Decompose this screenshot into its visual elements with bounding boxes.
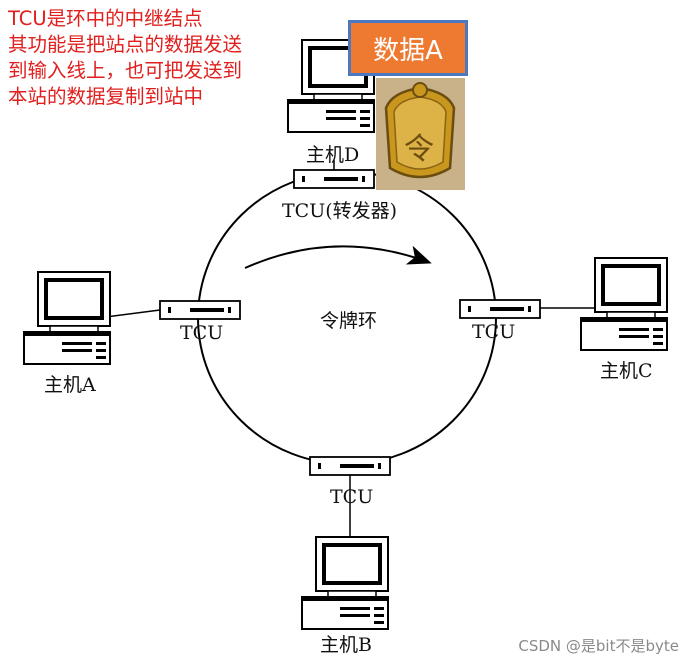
computer-b xyxy=(301,536,389,630)
tcu-left-label: TCU xyxy=(180,322,224,344)
note-line: 本站的数据复制到站中 xyxy=(8,85,204,108)
host-c-label: 主机C xyxy=(600,360,653,382)
host-a-label: 主机A xyxy=(44,374,96,396)
ring-label: 令牌环 xyxy=(320,310,378,332)
note-line: TCU是环中的中继结点 xyxy=(8,7,203,30)
computer-c xyxy=(580,257,668,351)
tcu-left-box xyxy=(159,300,241,320)
note-line: 其功能是把站点的数据发送 xyxy=(8,33,243,56)
data-badge: 数据A xyxy=(348,20,468,76)
tcu-explanation-note: TCU是环中的中继结点 其功能是把站点的数据发送 到输入线上，也可把发送到 本站… xyxy=(8,6,308,110)
note-line: 到输入线上，也可把发送到 xyxy=(8,59,243,82)
tcu-right-box xyxy=(459,299,541,319)
tcu-bottom-label: TCU xyxy=(330,486,374,508)
tcu-bottom-box xyxy=(309,456,391,476)
computer-a xyxy=(23,271,111,365)
tcu-top-box xyxy=(293,169,375,189)
host-b-label: 主机B xyxy=(320,634,372,656)
host-d-label: 主机D xyxy=(306,144,360,166)
direction-arrow xyxy=(244,245,432,269)
watermark: CSDN @是bit不是byte xyxy=(518,637,679,655)
medal-glyph: 令 xyxy=(404,132,434,167)
token-medal-icon xyxy=(376,78,465,190)
tcu-right-label: TCU xyxy=(472,321,516,343)
tcu-top-label: TCU(转发器) xyxy=(282,200,398,222)
